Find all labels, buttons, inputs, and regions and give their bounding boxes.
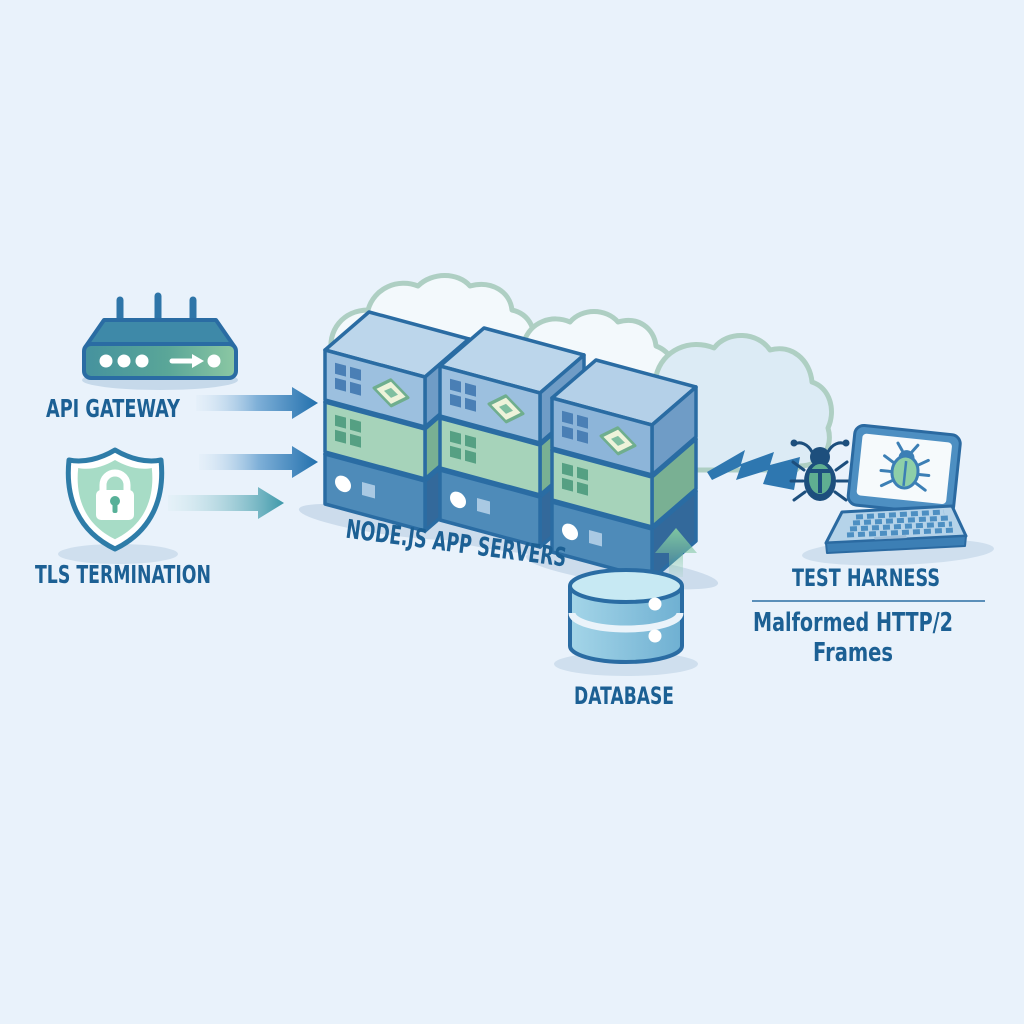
tls-termination-label: TLS TERMINATION xyxy=(35,560,211,589)
shield-lock-icon xyxy=(58,447,178,564)
server-stack-icon xyxy=(552,360,696,579)
router-icon xyxy=(82,292,238,390)
arrow-right-icon xyxy=(168,387,318,519)
api-gateway-label: API GATEWAY xyxy=(46,394,181,423)
arrow-up-icon xyxy=(655,528,697,577)
database-icon xyxy=(554,568,698,676)
laptop-icon xyxy=(802,423,994,566)
bug-icon xyxy=(789,439,851,502)
test-harness-label: TEST HARNESS xyxy=(792,564,940,592)
bug-icon xyxy=(879,441,931,492)
attack-annotation-line1: Malformed HTTP/2 xyxy=(753,608,953,638)
database-label: DATABASE xyxy=(574,682,674,710)
attack-annotation-line2: Frames xyxy=(813,638,893,668)
lightning-icon xyxy=(707,450,800,490)
